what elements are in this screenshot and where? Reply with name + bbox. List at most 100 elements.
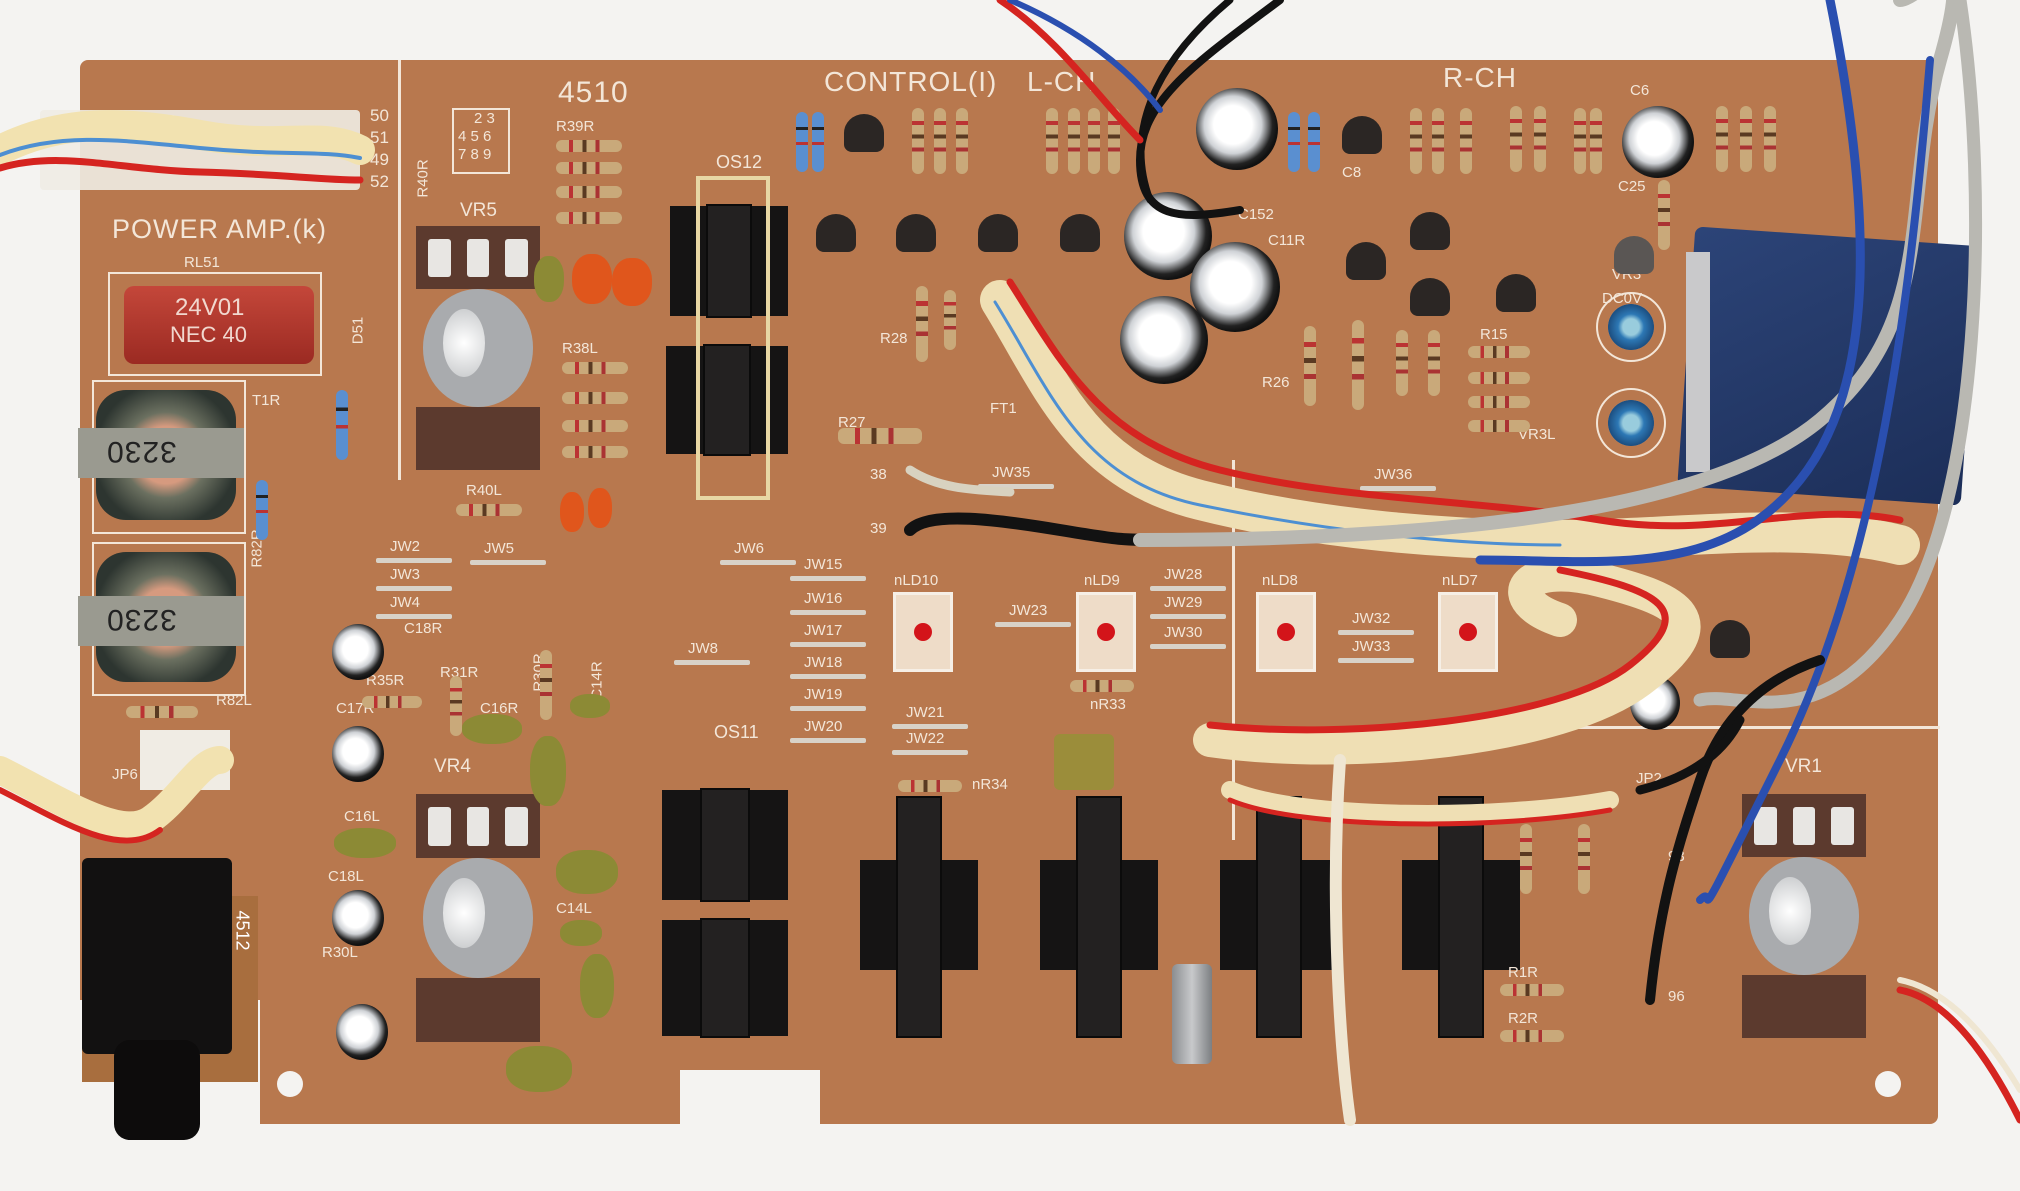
trimmer-vr3l[interactable] [1608,400,1654,446]
knob-shaft-icon[interactable] [1769,876,1812,946]
jumper-wire [892,750,968,755]
resistor [562,392,628,404]
potentiometer-vr1[interactable] [1742,794,1866,1038]
ceramic-capacitor [560,492,584,532]
jumper-label: JW18 [804,654,843,671]
resistor [1574,108,1586,174]
resistor-r27 [838,428,922,444]
transistor [1410,278,1450,316]
mounting-hole [1875,1071,1901,1097]
jumper-wire [1360,486,1436,491]
ceramic-capacitor-c16l [334,828,396,858]
power-amp-label: POWER AMP.(k) [112,214,328,244]
component-label: nR34 [972,776,1008,793]
resistor [796,112,808,172]
resistor [1740,106,1752,172]
pin-jp6: JP6 [112,766,138,783]
selector-switch-4[interactable] [1402,798,1520,1036]
transistor [978,214,1018,252]
ribbon-cable-main [980,280,1920,565]
resistor [1510,106,1522,172]
jumper-label: JW30 [1164,624,1203,641]
nld7-label: nLD7 [1442,572,1478,589]
selector-switch-2[interactable] [1040,798,1158,1036]
jumper-label: JW5 [484,540,514,557]
led-indicator-icon [1097,623,1115,641]
selector-switch-3[interactable] [1220,798,1338,1036]
selector-switch-1[interactable] [860,798,978,1036]
resistor-r82l [126,706,198,718]
switch-os11-a[interactable] [662,790,788,900]
component-label: C18R [404,620,443,637]
board-model-number: 4510 [558,76,629,109]
resistor-r40l [456,504,522,516]
resistor [556,162,622,174]
ceramic-capacitor [588,488,612,528]
wire-blue-top [1007,0,1163,113]
pcb-cutout-bottom [680,1070,820,1130]
electrolytic-capacitor [1196,88,1278,170]
wire-black-39 [904,512,1176,546]
mounting-hole [277,1071,303,1097]
resistor [1108,108,1120,174]
component-label: R15 [1480,326,1508,343]
resistor [916,286,928,362]
component-label: R27 [838,414,866,431]
trimmer-vr3[interactable] [1608,304,1654,350]
headphone-jack-socket[interactable] [114,1040,200,1140]
wire-black-top-2 [1137,0,1234,204]
component-label: R30L [322,944,358,961]
transistor [1410,212,1450,250]
vr5-label: VR5 [460,200,497,221]
jumper-label: JW3 [390,566,420,583]
jumper-wire [978,484,1054,489]
electrolytic-capacitor-c17r [332,726,384,782]
jumper-wire [790,674,866,679]
resistor [1460,108,1472,174]
jumper-label: JW19 [804,686,843,703]
resistor-nr33 [1070,680,1134,692]
resistor-nr34 [898,780,962,792]
component-label: R82L [216,692,252,709]
component-label: R40L [466,482,502,499]
headphone-jack[interactable] [82,858,232,1054]
resistor [912,108,924,174]
jumper-wire [1150,644,1226,649]
jumper-wire [1338,658,1414,663]
jumper-wire [470,560,546,565]
pin-52: 52 [370,172,389,191]
wire-cream-bottom-right [1897,977,2020,1093]
electrolytic-capacitor [1190,242,1280,332]
wire-blue-right-2 [1696,56,1934,904]
led-nld8 [1256,592,1316,672]
jumper-wire [1150,586,1226,591]
jumper-label: JW36 [1374,466,1413,483]
jumper-label: JW2 [390,538,420,555]
potentiometer-vr4[interactable] [416,794,540,1042]
jumper-wire [720,560,796,565]
resistor-r38l [562,362,628,374]
switch-os11-b[interactable] [662,920,788,1036]
jumper-wire [376,558,452,563]
ceramic-capacitor [506,1046,572,1092]
silk-outline-relay [108,272,322,376]
potentiometer-vr5[interactable] [416,226,540,470]
nld10-label: nLD10 [894,572,939,589]
component-label: R31R [440,664,479,681]
jumper-label: JW28 [1164,566,1203,583]
ribbon-cable-top-left [0,110,375,165]
jumper-label: JW23 [1009,602,1048,619]
electrolytic-capacitor-c1 [1172,964,1212,1064]
wire-grey-2 [1693,0,1983,709]
resistor [812,112,824,172]
knob-shaft-icon[interactable] [443,878,486,948]
ribbon-cable-bottom-red [1227,797,1613,827]
jumper-wire [1338,630,1414,635]
knob-shaft-icon[interactable] [443,308,486,378]
jumper-label: JW17 [804,622,843,639]
jumper-label: JW29 [1164,594,1203,611]
resistor [1520,824,1532,894]
led-indicator-icon [914,623,932,641]
vr4-label: VR4 [434,756,471,777]
wire-cream-vertical [1329,754,1356,1126]
